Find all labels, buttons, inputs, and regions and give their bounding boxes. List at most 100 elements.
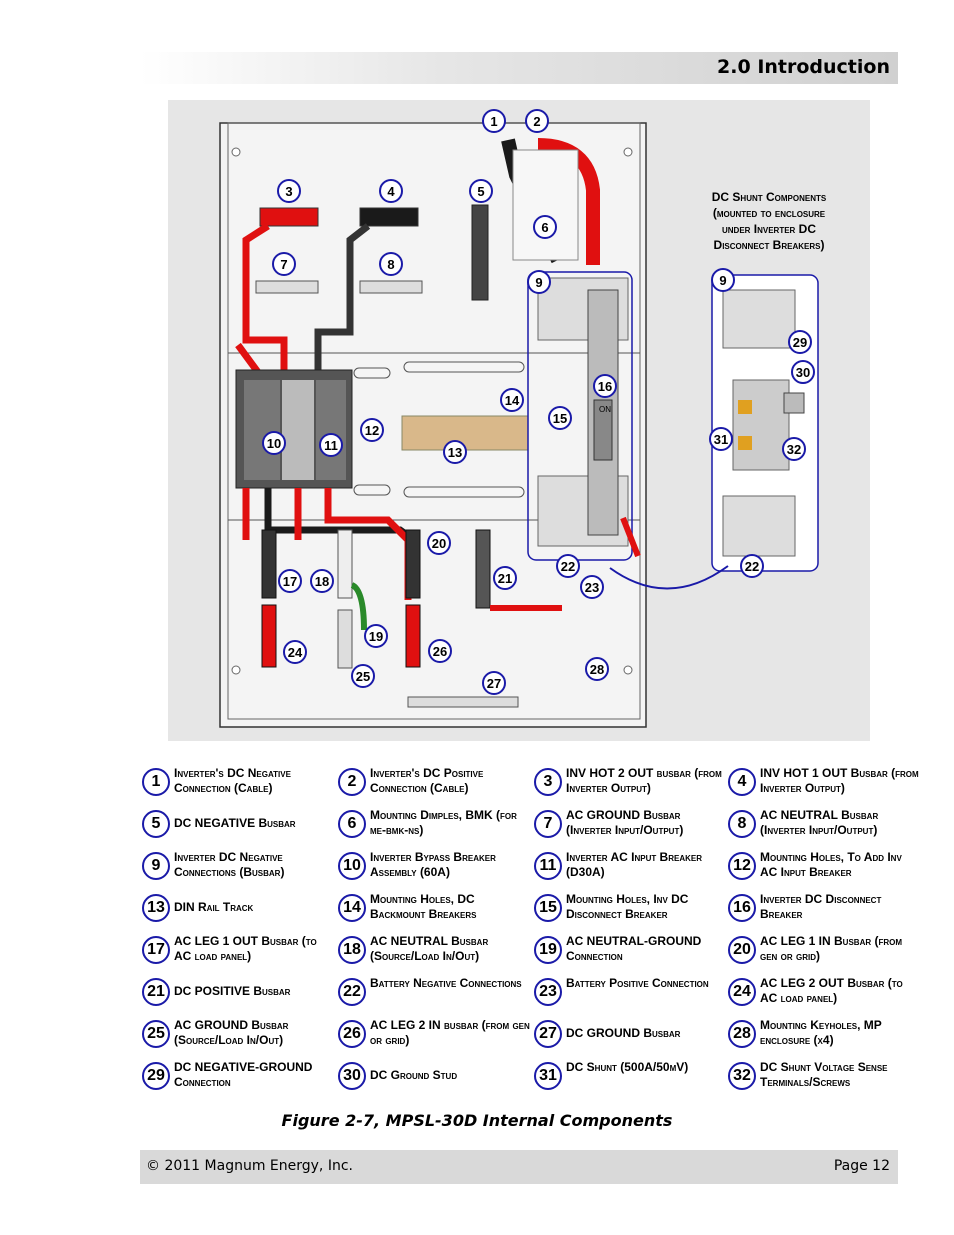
svg-text:5: 5: [477, 184, 484, 199]
marker-2: 2: [525, 109, 549, 133]
marker-16: 16: [593, 374, 617, 398]
ac-leg1-out-busbar: [261, 529, 277, 599]
figure-caption: Figure 2-7, MPSL-30D Internal Components: [281, 1111, 673, 1130]
marker-15: 15: [548, 406, 572, 430]
marker-20: 20: [427, 531, 451, 555]
marker-24: 24: [283, 640, 307, 664]
svg-text:24: 24: [288, 645, 303, 660]
dc-positive-busbar: [475, 529, 491, 609]
legend-number: 18: [338, 936, 366, 964]
svg-text:16: 16: [598, 379, 612, 394]
marker-6: 6: [533, 215, 557, 239]
svg-text:21: 21: [498, 571, 512, 586]
copyright-text: © 2011 Magnum Energy, Inc.: [146, 1158, 353, 1174]
legend-text: AC NEUTRAL Busbar (Inverter Input/Output…: [760, 808, 879, 837]
dc-shunt: [732, 379, 790, 471]
marker-21: 21: [493, 566, 517, 590]
legend-text: INV HOT 1 OUT Busbar (from Inverter Outp…: [760, 766, 919, 795]
legend-text: Inverter DC Disconnect Breaker: [760, 892, 882, 921]
svg-text:14: 14: [505, 393, 520, 408]
legend-number: 31: [534, 1062, 562, 1090]
mpsl-30d-diagram: DC Shunt Components (mounted to enclosur…: [219, 109, 827, 728]
ac-neutral-busbar-src: [337, 529, 353, 599]
callout-line-2: (mounted to enclosure: [713, 206, 826, 220]
legend-text: AC LEG 1 IN Busbar (from gen or grid): [760, 934, 903, 963]
svg-text:23: 23: [585, 580, 599, 595]
legend-text: Inverter Bypass Breaker Assembly (60A): [370, 850, 496, 879]
svg-text:20: 20: [432, 536, 446, 551]
legend-text: AC LEG 1 OUT Busbar (to AC load panel): [174, 934, 317, 963]
marker-23: 23: [580, 575, 604, 599]
svg-text:11: 11: [324, 438, 338, 453]
legend-number: 16: [728, 894, 756, 922]
legend-number: 10: [338, 852, 366, 880]
svg-text:26: 26: [433, 644, 447, 659]
ac-neutral-busbar-inv: [359, 280, 423, 294]
marker-28: 28: [585, 657, 609, 681]
marker-18: 18: [310, 569, 334, 593]
svg-text:32: 32: [787, 442, 801, 457]
svg-text:27: 27: [487, 676, 501, 691]
svg-text:30: 30: [796, 365, 810, 380]
svg-text:12: 12: [365, 423, 379, 438]
legend-text: Mounting Holes, DC Backmount Breakers: [370, 892, 477, 921]
svg-text:2: 2: [533, 114, 540, 129]
dc-negative-busbar: [471, 204, 489, 301]
page-number: Page 12: [833, 1158, 890, 1174]
marker-22-detail: 22: [740, 554, 764, 578]
legend-number: 21: [142, 978, 170, 1006]
ac-ground-busbar-inv: [255, 280, 319, 294]
svg-text:15: 15: [553, 411, 567, 426]
legend-number: 30: [338, 1062, 366, 1090]
legend-number: 29: [142, 1062, 170, 1090]
marker-31: 31: [709, 427, 733, 451]
svg-text:10: 10: [267, 436, 281, 451]
legend-number: 17: [142, 936, 170, 964]
ac-leg2-in-busbar: [405, 604, 421, 668]
marker-1: 1: [482, 109, 506, 133]
marker-12: 12: [360, 418, 384, 442]
dc-positive-cable: [537, 138, 600, 265]
bmk-mount-area: [512, 149, 579, 261]
legend-number: 5: [142, 810, 170, 838]
legend-number: 9: [142, 852, 170, 880]
marker-19: 19: [364, 624, 388, 648]
marker-25: 25: [351, 664, 375, 688]
legend-number: 24: [728, 978, 756, 1006]
marker-4: 4: [379, 179, 403, 203]
marker-10: 10: [262, 431, 286, 455]
svg-text:22: 22: [745, 559, 759, 574]
legend-text: DC GROUND Busbar: [566, 1026, 681, 1040]
legend-number: 6: [338, 810, 366, 838]
svg-text:25: 25: [356, 669, 370, 684]
legend-number: 15: [534, 894, 562, 922]
marker-26: 26: [428, 639, 452, 663]
legend-text: Mounting Keyholes, MP enclosure (x4): [760, 1018, 882, 1047]
legend-number: 1: [142, 768, 170, 796]
svg-text:17: 17: [283, 574, 297, 589]
svg-text:1: 1: [490, 114, 497, 129]
marker-11: 11: [319, 433, 343, 457]
svg-text:13: 13: [448, 445, 462, 460]
legend-number: 27: [534, 1020, 562, 1048]
